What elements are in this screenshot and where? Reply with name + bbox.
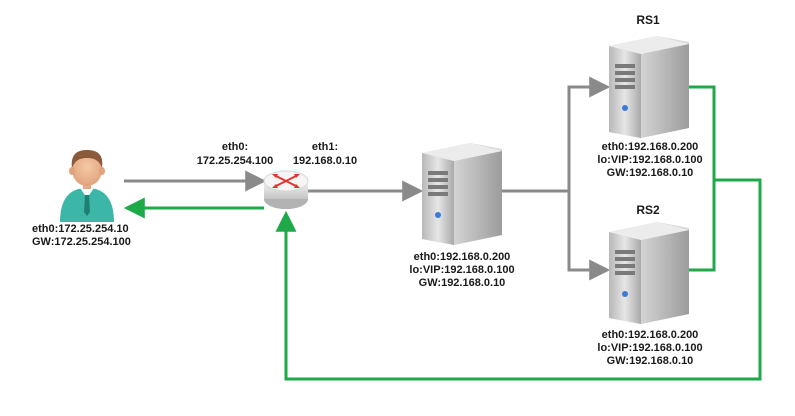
client-ip-label: eth0:172.25.254.10: [32, 223, 129, 235]
director-eth0-label: eth0:192.168.0.200: [413, 251, 511, 263]
director-server-icon: [422, 143, 502, 245]
rs1-server-icon: [609, 36, 689, 138]
rs2-server-icon: [609, 222, 689, 324]
rs1-eth0-label: eth0:192.168.0.200: [601, 141, 699, 153]
router-eth1-label: eth1:: [311, 141, 339, 153]
router-icon: [263, 170, 309, 209]
rs2-gw-label: GW:192.168.0.10: [606, 355, 694, 367]
director-gw-label: GW:192.168.0.10: [418, 277, 506, 289]
rs1-lo-label: lo:VIP:192.168.0.100: [597, 154, 703, 166]
router-eth0-ip: 172.25.254.100: [196, 155, 274, 167]
request-line-to-rs1: [567, 76, 611, 191]
client-user-icon: [60, 150, 114, 222]
client-gw-label: GW:172.25.254.100: [32, 236, 131, 248]
response-line-loop: [275, 178, 762, 381]
request-line-to-rs2: [567, 191, 611, 281]
rs2-eth0-label: eth0:192.168.0.200: [601, 329, 699, 341]
router-eth1-ip: 192.168.0.10: [292, 155, 358, 167]
rs2-title: RS2: [636, 203, 660, 217]
rs2-lo-label: lo:VIP:192.168.0.100: [597, 342, 703, 354]
rs1-gw-label: GW:192.168.0.10: [606, 167, 694, 179]
director-lo-label: lo:VIP:192.168.0.100: [409, 264, 515, 276]
rs1-title: RS1: [636, 13, 660, 27]
router-eth0-label: eth0:: [221, 141, 249, 153]
